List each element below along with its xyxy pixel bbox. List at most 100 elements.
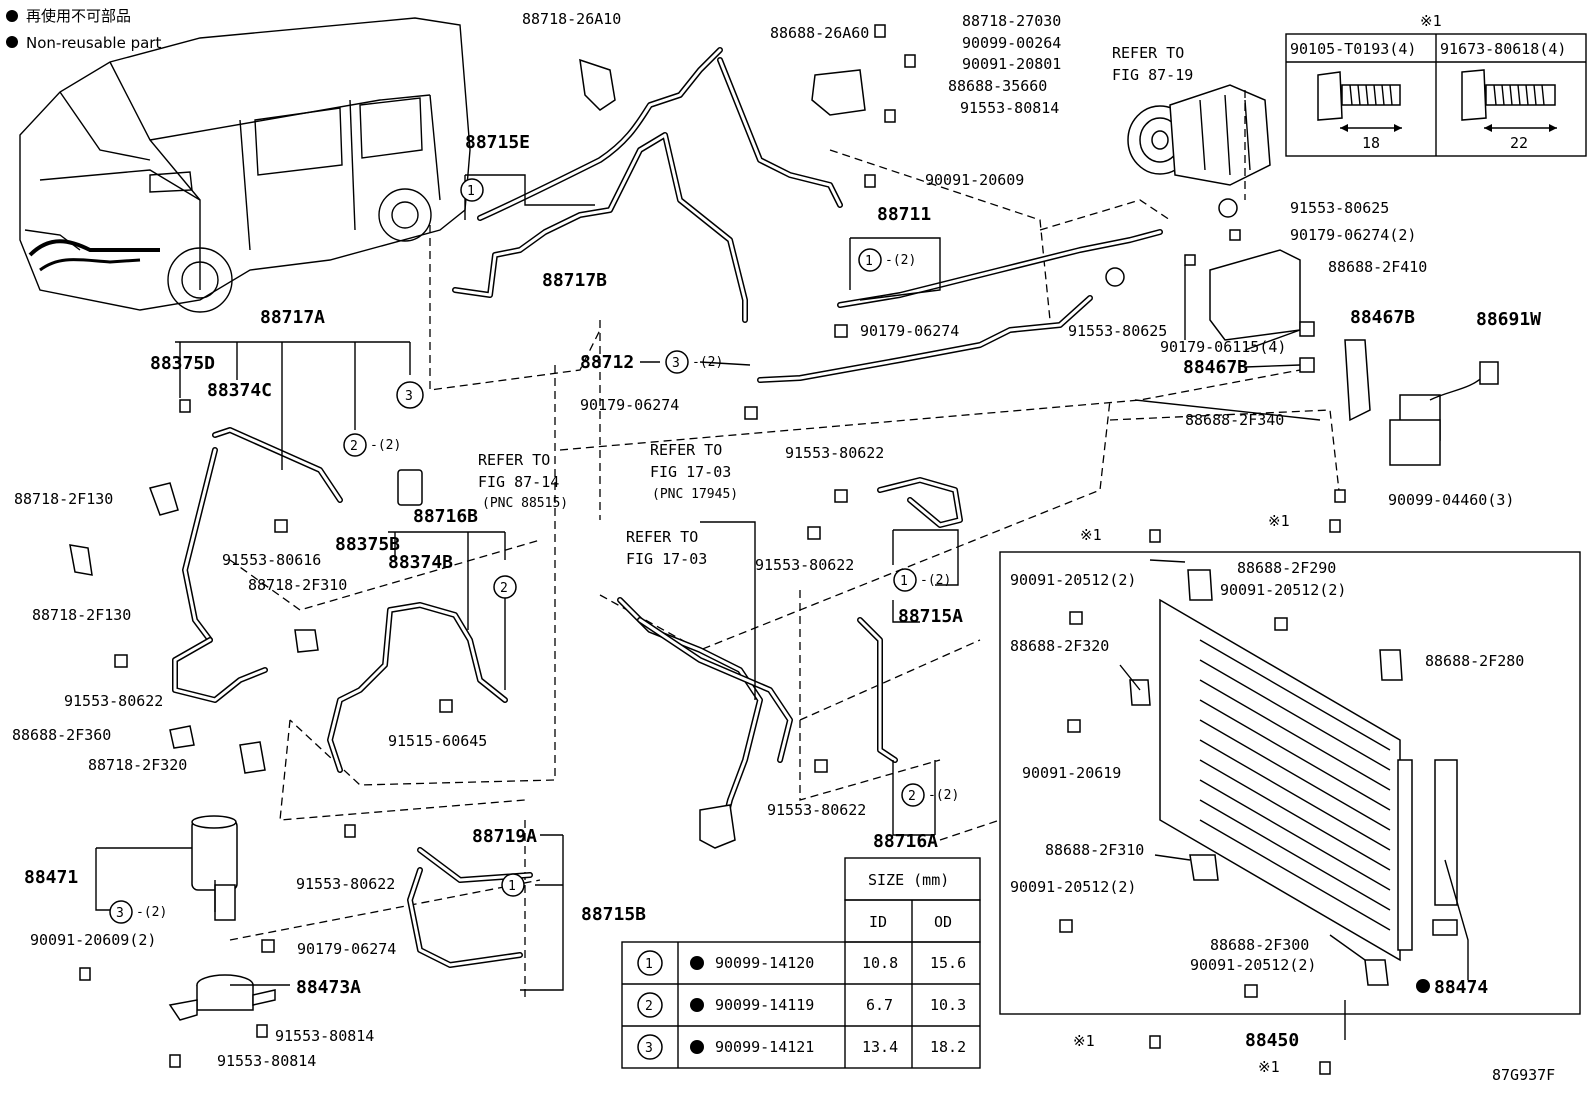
table-row-part: 90099-14121 xyxy=(715,1038,814,1056)
label-88688-2F340: 88688-2F340 xyxy=(1185,411,1284,429)
label-88688-2F280: 88688-2F280 xyxy=(1425,652,1524,670)
label-x1-d: ※1 xyxy=(1258,1058,1280,1076)
svg-text:3: 3 xyxy=(672,356,680,371)
callout-labels: 88718-26A10 88688-26A60 88718-27030 9009… xyxy=(12,10,1555,1084)
label-refer-17-03-b2: FIG 17-03 xyxy=(626,550,707,568)
label-91553-80814-b: 91553-80814 xyxy=(217,1052,316,1070)
label-90179-06274-a: 90179-06274 xyxy=(860,322,959,340)
table-row-id: 10.8 xyxy=(862,954,898,972)
table-row-od: 10.3 xyxy=(930,996,966,1014)
legend-label-en: Non-reusable part xyxy=(26,34,161,52)
label-88718-26A10: 88718-26A10 xyxy=(522,10,621,28)
bracket-88688-2F300 xyxy=(1364,959,1389,986)
bolt-table-col1: 90105-T0193(4) xyxy=(1290,40,1416,58)
label-x1-b: ※1 xyxy=(1268,512,1290,530)
label-88718-2F130-a: 88718-2F130 xyxy=(14,490,113,508)
svg-text:1: 1 xyxy=(865,254,873,269)
label-90179-06274-b: 90179-06274 xyxy=(580,396,679,414)
svg-text:2: 2 xyxy=(500,581,508,596)
label-88711-note: -(2) xyxy=(885,253,916,268)
label-88719A: 88719A xyxy=(472,826,537,847)
svg-text:2: 2 xyxy=(908,789,916,804)
label-91553-80814-a: 91553-80814 xyxy=(275,1027,374,1045)
label-91553-80814-top: 91553-80814 xyxy=(960,99,1059,117)
non-reusable-dot-icon xyxy=(6,10,18,22)
label-88691W: 88691W xyxy=(1476,309,1541,330)
label-88467B-b: 88467B xyxy=(1183,357,1248,378)
svg-text:3: 3 xyxy=(116,906,124,921)
desiccant-88474-cap xyxy=(1432,919,1458,936)
table-row-part: 90099-14120 xyxy=(715,954,814,972)
label-88717B: 88717B xyxy=(542,270,607,291)
label-x1-a: ※1 xyxy=(1080,526,1102,544)
pipe-88715B xyxy=(407,847,533,968)
table-header-size: SIZE (mm) xyxy=(868,871,949,889)
label-88715A: 88715A xyxy=(898,606,963,627)
condenser-group-box xyxy=(999,551,1581,1015)
table-row-od: 18.2 xyxy=(930,1038,966,1056)
label-refer-17-03-a2: FIG 17-03 xyxy=(650,463,731,481)
condenser-88450 xyxy=(1159,598,1413,962)
bracket-88688-2F310 xyxy=(1189,854,1219,881)
label-91553-80622-a: 91553-80622 xyxy=(785,444,884,462)
label-91553-80625-a: 91553-80625 xyxy=(1290,199,1389,217)
clamp-88718-26A10 xyxy=(579,58,616,111)
bolt-icon xyxy=(1317,71,1343,121)
table-header-od: OD xyxy=(934,913,952,931)
label-88688-35660: 88688-35660 xyxy=(948,77,1047,95)
label-refer-17-03-a1: REFER TO xyxy=(650,441,722,459)
label-88473A: 88473A xyxy=(296,977,361,998)
bracket-88688-2F290 xyxy=(1187,569,1213,601)
label-88375B: 88375B xyxy=(335,534,400,555)
label-91553-80622-e: 91553-80622 xyxy=(296,875,395,893)
label-88471-note: -(2) xyxy=(136,905,167,920)
label-90091-20619: 90091-20619 xyxy=(1022,764,1121,782)
label-88718-27030: 88718-27030 xyxy=(962,12,1061,30)
label-refer-87-14-c: (PNC 88515) xyxy=(482,496,568,511)
bolt-table: ※1 90105-T0193(4) 91673-80618(4) 18 22 xyxy=(1285,12,1587,157)
bracket-88473A xyxy=(168,974,276,1021)
bracket-88688-2F280 xyxy=(1379,649,1403,681)
van-illustration xyxy=(19,17,471,313)
figure-id: 87G937F xyxy=(1492,1066,1555,1084)
non-reusable-dot-icon xyxy=(690,998,704,1012)
label-88688-2F320: 88688-2F320 xyxy=(1010,637,1109,655)
van-ac-line-highlight xyxy=(39,258,141,272)
label-88712-note: -(2) xyxy=(692,355,723,370)
label-88712: 88712 xyxy=(580,352,634,373)
label-88716A-note: -(2) xyxy=(928,788,959,803)
svg-text:2: 2 xyxy=(350,439,358,454)
label-88688-2F410: 88688-2F410 xyxy=(1328,258,1427,276)
label-refer-17-03-b1: REFER TO xyxy=(626,528,698,546)
non-reusable-dot-icon xyxy=(690,956,704,970)
pipe-88717B xyxy=(452,132,748,323)
assembly-guides xyxy=(229,149,1341,1000)
table-row-id: 6.7 xyxy=(866,996,893,1014)
label-88711: 88711 xyxy=(877,204,931,225)
label-90091-20512-2c: 90091-20512(2) xyxy=(1010,878,1136,896)
non-reusable-dot-icon xyxy=(1416,979,1430,993)
desiccant-88474-body xyxy=(1434,759,1458,906)
label-refer-87-14-a: REFER TO xyxy=(478,451,550,469)
label-88718-2F310: 88718-2F310 xyxy=(248,576,347,594)
pipe-small-88715A-top xyxy=(877,477,963,528)
label-90099-04460-3: 90099-04460(3) xyxy=(1388,491,1514,509)
bolt-dim-1: 18 xyxy=(1362,134,1380,152)
label-90091-20512-2a: 90091-20512(2) xyxy=(1010,571,1136,589)
svg-text:3: 3 xyxy=(405,389,413,404)
table-row-part: 90099-14119 xyxy=(715,996,814,1014)
label-91515-60645: 91515-60645 xyxy=(388,732,487,750)
table-row-num: 1 xyxy=(645,957,653,972)
label-88688-26A60: 88688-26A60 xyxy=(770,24,869,42)
label-88688-2F300: 88688-2F300 xyxy=(1210,936,1309,954)
label-90091-20512-2b: 90091-20512(2) xyxy=(1220,581,1346,599)
label-90179-06274-c: 90179-06274 xyxy=(297,940,396,958)
label-refer-87-19-a: REFER TO xyxy=(1112,44,1184,62)
label-90091-20801: 90091-20801 xyxy=(962,55,1061,73)
table-row-od: 15.6 xyxy=(930,954,966,972)
oring-size-table: SIZE (mm) ID OD 1 90099-14120 10.8 15.6 … xyxy=(621,857,981,1069)
pipe-88716B xyxy=(327,602,508,773)
label-88474: 88474 xyxy=(1434,977,1488,998)
bolt-table-mark: ※1 xyxy=(1420,12,1442,30)
